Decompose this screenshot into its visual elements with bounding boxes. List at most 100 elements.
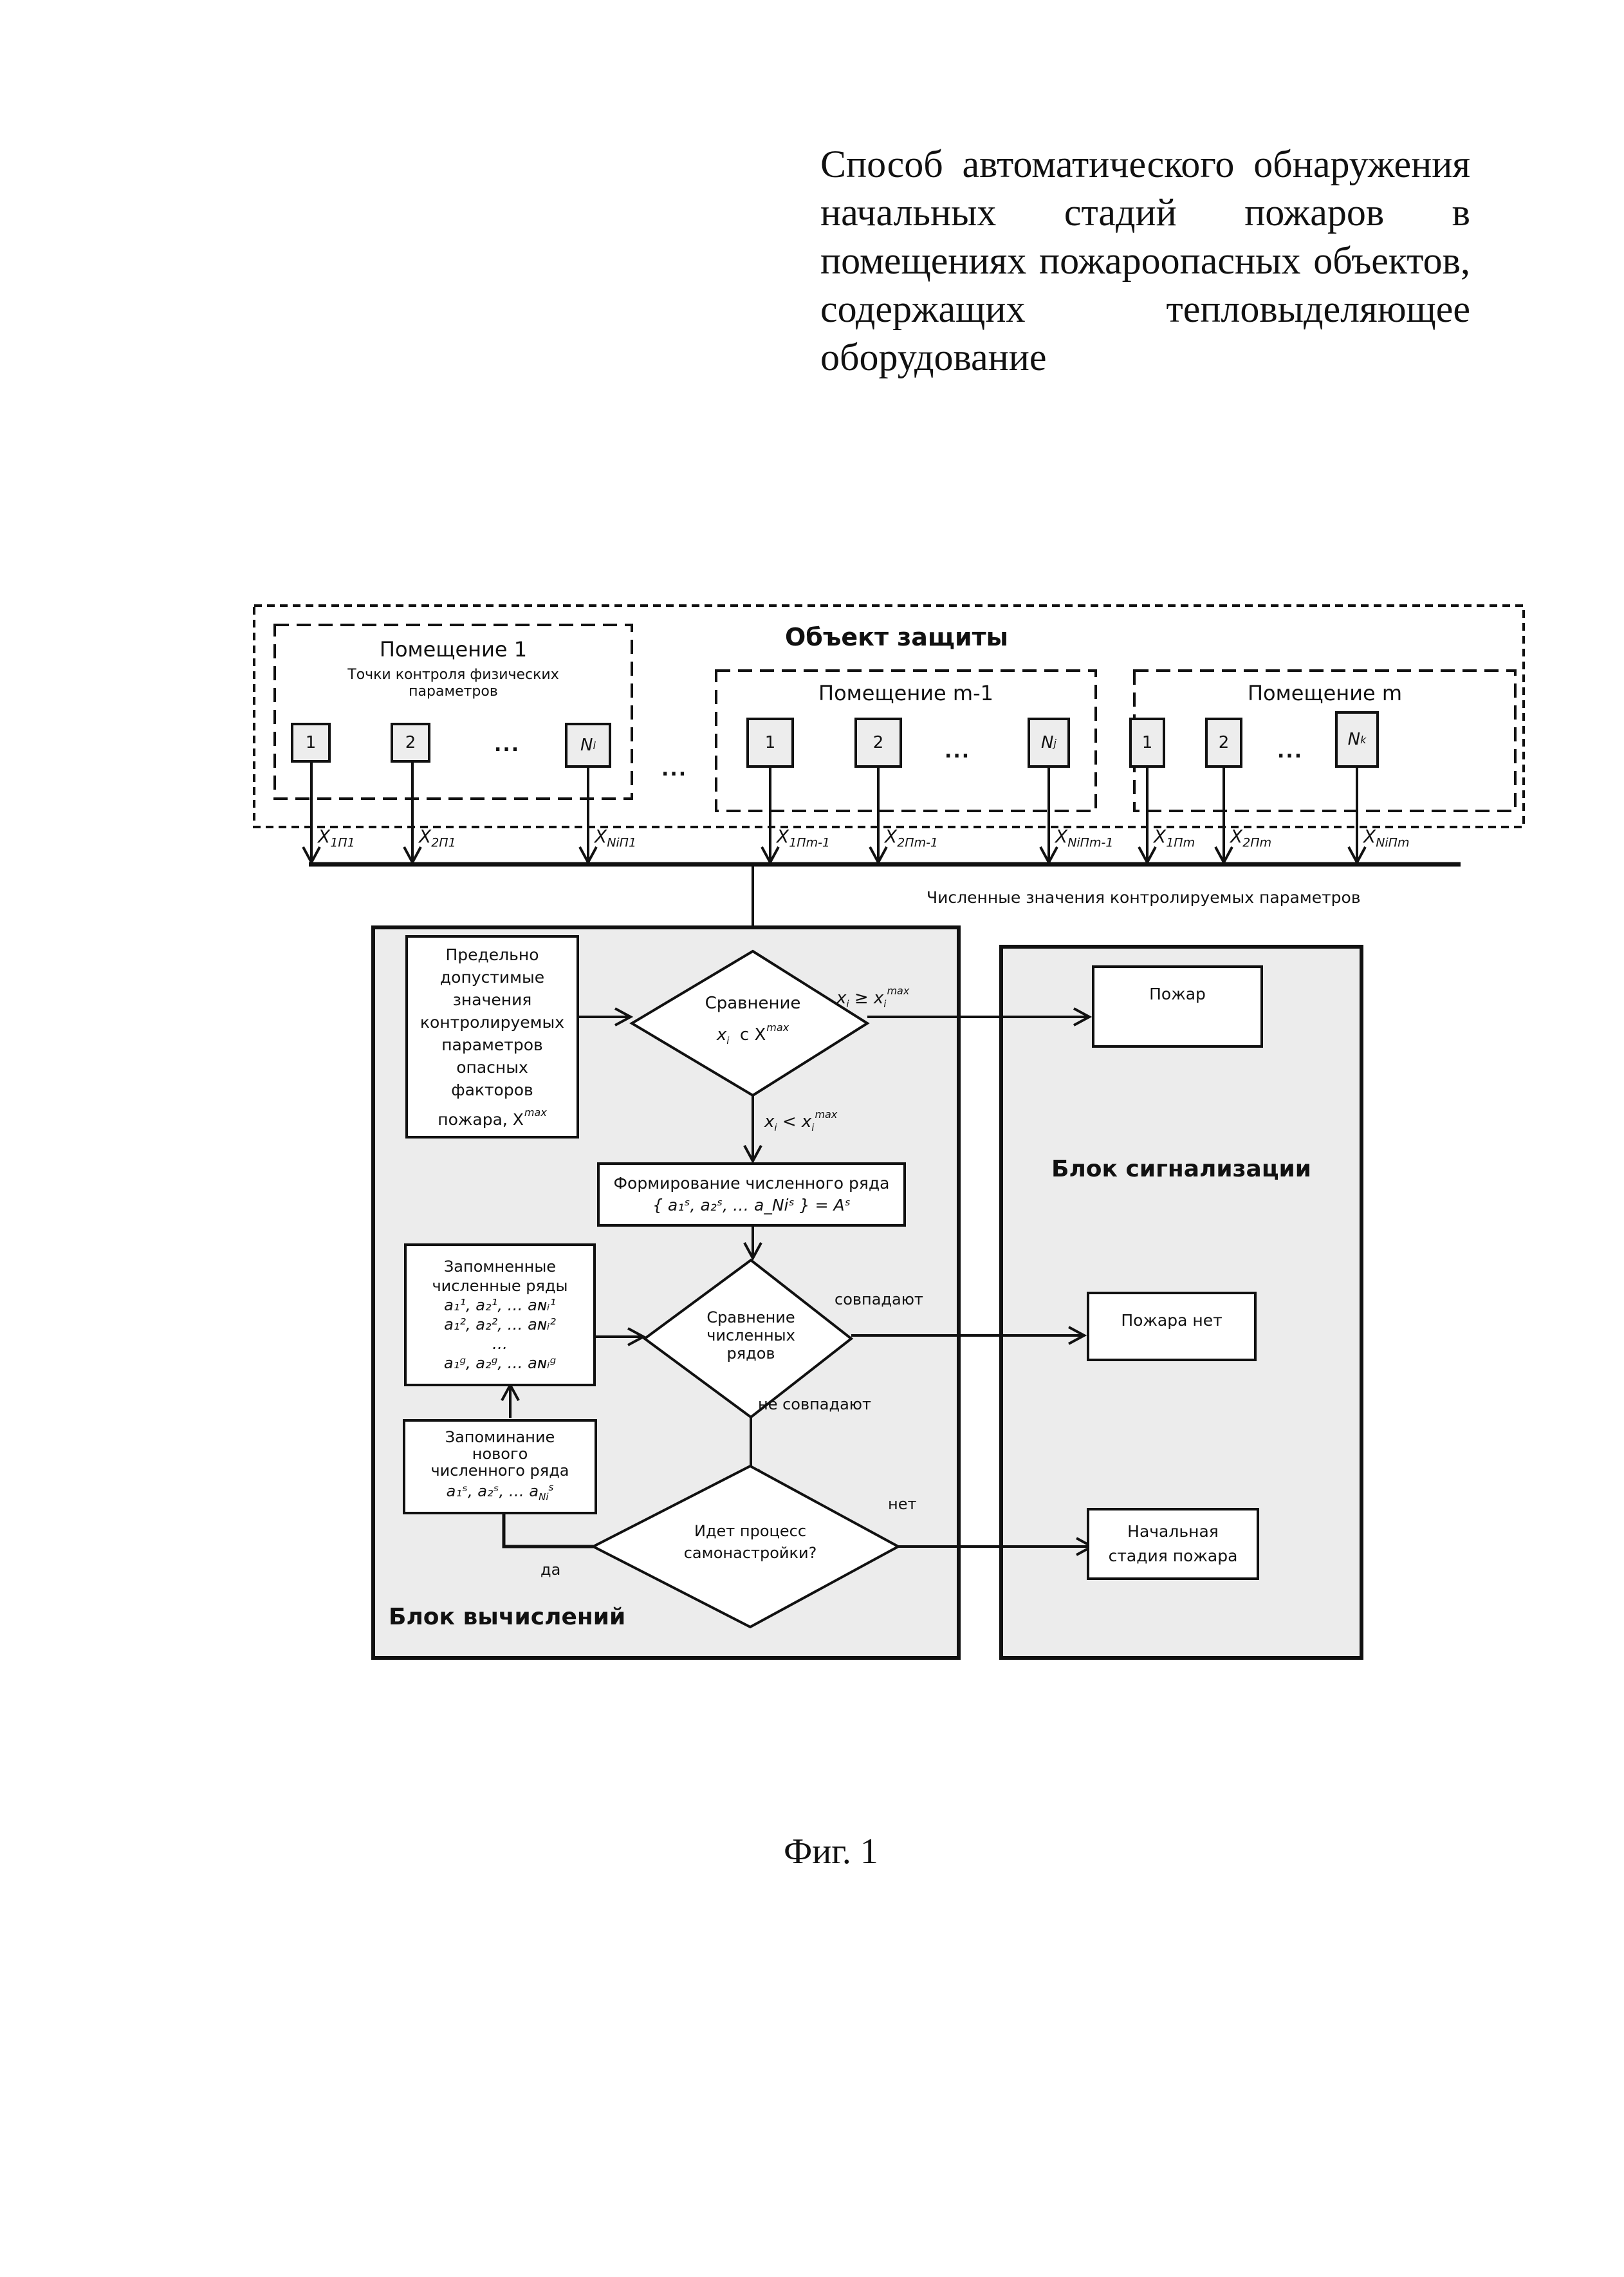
signal-label-sub: 1Пm xyxy=(1166,835,1195,850)
signal-label-base: X xyxy=(419,826,432,847)
limits-box-line: контролируемых xyxy=(420,1012,565,1032)
remember-line2: нового xyxy=(472,1444,528,1463)
selftune-line1: Идет процесс xyxy=(694,1522,807,1540)
signal-label-sub: NiПm xyxy=(1376,835,1410,850)
room-m-1-title: Помещение m-1 xyxy=(818,681,993,705)
title-word: пожароопасных xyxy=(1038,239,1301,282)
compare-series-line2: численных xyxy=(706,1326,795,1344)
protection-object-frame xyxy=(253,604,1525,828)
compare-series-line3: рядов xyxy=(726,1344,775,1362)
stored-series-row: … xyxy=(492,1335,508,1353)
bus-label: Численные значения контролируемых параме… xyxy=(927,888,1361,907)
compare-limit-line2: xi с Xmax xyxy=(716,1021,789,1047)
compare-series-line1: Сравнение xyxy=(706,1308,795,1326)
remember-series-box: Запоминание нового численного ряда a₁ˢ, … xyxy=(403,1419,597,1514)
selftune-label: Идет процесс самонастройки? xyxy=(667,1520,834,1564)
room-m-title: Помещение m xyxy=(1247,681,1403,705)
room-1-ellipsis: ... xyxy=(494,734,521,756)
calc-block-title: Блок вычислений xyxy=(389,1604,626,1630)
limits-box-line: опасных xyxy=(456,1057,528,1077)
title-word: помещениях xyxy=(820,239,1027,282)
limits-box-last-line: пожара, Xmax xyxy=(438,1106,547,1129)
room-1-subtitle-line1: Точки контроля физических xyxy=(347,667,559,683)
sensor-roomm1-1: 1 xyxy=(746,718,794,768)
no-match-label: не совпадают xyxy=(758,1395,871,1413)
stored-series-line1: Запомненные xyxy=(443,1258,557,1276)
title-word: в xyxy=(1452,191,1470,234)
remember-line3: численного ряда xyxy=(430,1461,569,1480)
title-word: начальных xyxy=(820,191,997,234)
title-word: пожаров xyxy=(1244,191,1385,234)
room-m-1-frame xyxy=(715,669,1097,812)
signal-label: X2Пm xyxy=(1230,826,1271,850)
signal-label-base: X xyxy=(595,826,607,847)
signal-label: X1Пm-1 xyxy=(777,826,830,850)
title-word: обнаружения xyxy=(1253,143,1470,185)
stored-series-row: a₁¹, a₂¹, … aɴᵢ¹ xyxy=(444,1296,556,1314)
limits-box-line: значения xyxy=(452,990,532,1009)
remember-formula: a₁ˢ, a₂ˢ, … aNis xyxy=(446,1481,554,1503)
signal-label: XNiП1 xyxy=(595,826,636,850)
initial-stage-line1: Начальная xyxy=(1127,1522,1219,1541)
sensor-room1-2: 2 xyxy=(391,723,430,763)
sensor-roomm1-2: 2 xyxy=(854,718,902,768)
form-series-box: Формирование численного ряда { a₁ˢ, a₂ˢ,… xyxy=(597,1162,906,1227)
signal-label-sub: NiПm-1 xyxy=(1067,835,1114,850)
signal-label-base: X xyxy=(885,826,898,847)
signal-label: X2Пm-1 xyxy=(885,826,938,850)
title-line: оборудование xyxy=(820,333,1470,382)
no-fire-box: Пожара нет xyxy=(1087,1292,1257,1361)
sensor-room1-1: 1 xyxy=(291,723,331,763)
no-label: нет xyxy=(888,1495,917,1513)
room-1-title: Помещение 1 xyxy=(379,637,528,662)
stored-series-row: a₁², a₂², … aɴᵢ² xyxy=(444,1315,556,1334)
remember-line1: Запоминание xyxy=(445,1427,555,1446)
initial-stage-line2: стадия пожара xyxy=(1108,1547,1238,1565)
selftune-diamond xyxy=(590,1464,901,1629)
sensor-roomm-2: 2 xyxy=(1205,718,1242,768)
no-fire-box-label: Пожара нет xyxy=(1121,1311,1223,1330)
title-word: Способ xyxy=(820,143,943,185)
signal-label-base: X xyxy=(1230,826,1243,847)
title-word: автоматического xyxy=(962,143,1235,185)
protection-object-title: Объект защиты xyxy=(785,623,1008,651)
limits-box-line: факторов xyxy=(451,1080,533,1099)
fire-box-label: Пожар xyxy=(1149,985,1206,1003)
yes-label: да xyxy=(540,1561,561,1579)
remember-formula-text: a₁ˢ, a₂ˢ, … a xyxy=(446,1482,539,1500)
room-1-subtitle: Точки контроля физических параметров xyxy=(275,667,632,700)
signal-block-title: Блок сигнализации xyxy=(1051,1156,1311,1182)
signal-label-base: X xyxy=(1055,826,1068,847)
signal-label: X2П1 xyxy=(419,826,456,850)
form-series-formula: { a₁ˢ, a₂ˢ, … a_Niˢ } = Aˢ xyxy=(652,1196,851,1214)
signal-label: X1Пm xyxy=(1154,826,1195,850)
limits-box-line: Предельно xyxy=(445,945,539,964)
title-line: начальных стадий пожаров в xyxy=(820,189,1470,237)
signal-label-base: X xyxy=(318,826,331,847)
title-word: оборудование xyxy=(820,336,1047,378)
remember-formula-sub: Ni xyxy=(539,1491,549,1503)
room-m-1-ellipsis: ... xyxy=(945,740,971,763)
room-1-subtitle-line2: параметров xyxy=(409,683,498,700)
signal-label-base: X xyxy=(777,826,789,847)
signal-label: XNiПm xyxy=(1363,826,1409,850)
sensor-roomm-1: 1 xyxy=(1129,718,1165,768)
compare-limit-label: Сравнение xi с Xmax xyxy=(676,991,830,1053)
signal-label: X1П1 xyxy=(318,826,355,850)
compare-series-label: Сравнение численных рядов xyxy=(674,1308,828,1362)
title-word: стадий xyxy=(1064,191,1177,234)
signal-label-sub: 2Пm-1 xyxy=(897,835,939,850)
signal-label-sub: 1Пm-1 xyxy=(789,835,831,850)
signal-label: XNiПm-1 xyxy=(1055,826,1113,850)
title-line: Способ автоматического обнаружения xyxy=(820,140,1470,189)
signal-label-sub: 1П1 xyxy=(330,835,355,850)
signal-label-sub: NiП1 xyxy=(607,835,637,850)
